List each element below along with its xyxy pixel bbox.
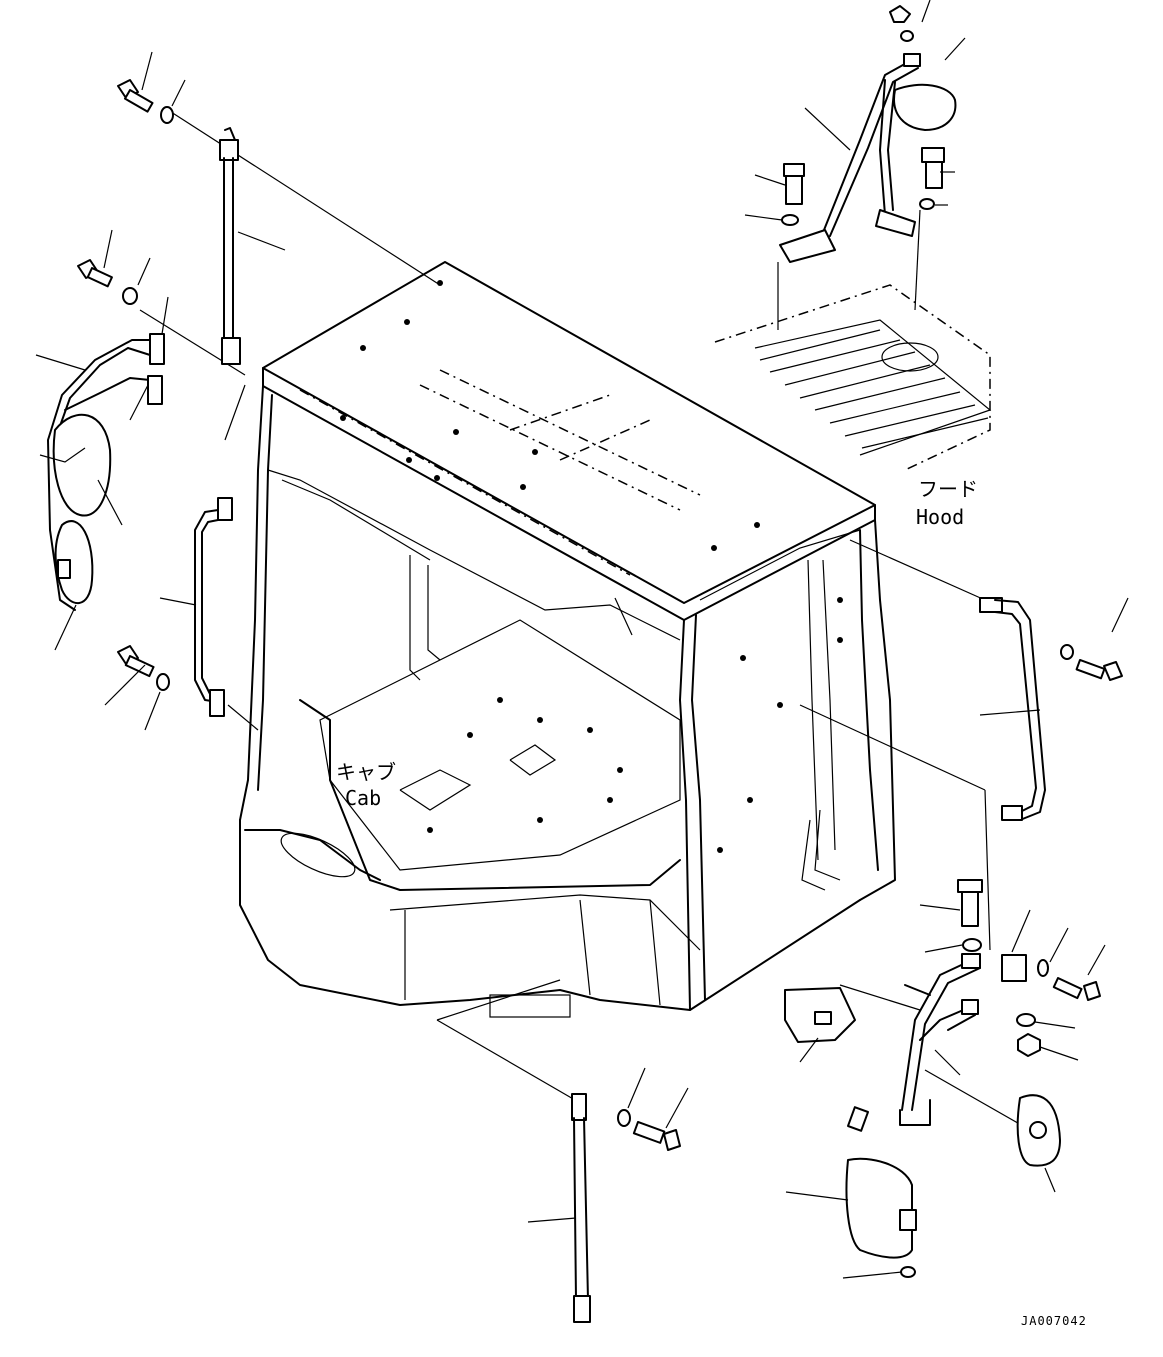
- left-mirror-assembly: [39, 333, 165, 611]
- washer-top-left: [160, 106, 174, 124]
- left-mirror-bracket-lower: [147, 375, 163, 405]
- handrail-left: [194, 497, 233, 717]
- hood-label-en: Hood: [916, 505, 964, 529]
- bolt-right-rail: [1103, 661, 1123, 681]
- top-right-mirror: [893, 83, 957, 131]
- pin: [847, 1106, 869, 1132]
- washer-top-right-b: [919, 198, 935, 210]
- cab-label-en: Cab: [345, 786, 381, 810]
- cab-roof: [262, 261, 876, 604]
- washer-right-bottom: [900, 1266, 916, 1278]
- left-mirror-stay: [47, 339, 161, 611]
- stay-foot-left: [779, 229, 836, 263]
- bolt-top-left: [117, 79, 174, 124]
- hood-grille: [754, 319, 992, 456]
- hood-outline: [714, 284, 991, 471]
- cab-lower-body: [239, 819, 861, 1011]
- bolt-left-mid: [77, 259, 138, 305]
- rear-mirror-stay-bottom: [571, 1093, 681, 1323]
- washer-right-b: [1016, 1013, 1036, 1027]
- washer-top: [900, 30, 914, 42]
- hood: フード Hood: [714, 284, 992, 529]
- assembly-lines: [139, 109, 1031, 1131]
- drawing-number: JA007042: [1021, 1314, 1087, 1328]
- cab-floor: [319, 619, 681, 871]
- bolt-left-lower: [117, 645, 170, 691]
- cab-label-ja: キャブ: [336, 760, 396, 784]
- nut-right: [1017, 1033, 1041, 1057]
- leader-lines: [35, 0, 1129, 1279]
- left-mirror-small: [54, 520, 94, 605]
- rear-mirror-stay-top: [219, 127, 241, 365]
- cab-center-pillar: [679, 619, 691, 1011]
- bolt-right-vertical: [961, 889, 979, 927]
- handrail-right: [979, 597, 1123, 821]
- washer-left-lower: [156, 673, 170, 691]
- washer-right-a: [1037, 959, 1049, 977]
- left-mirror-bracket-upper: [149, 333, 165, 365]
- stay-foot-right: [875, 209, 916, 237]
- washer-left-mid: [122, 287, 138, 305]
- washer-top-right-a: [781, 214, 799, 226]
- washer-right-rail: [1060, 644, 1074, 660]
- top-right-mirror-assembly: [779, 5, 957, 263]
- right-mirror-bracket: [1001, 954, 1027, 982]
- left-mirror-large: [52, 413, 112, 517]
- nut-top: [889, 5, 911, 23]
- right-mirror-large: [845, 1157, 913, 1259]
- hood-label-ja: フード: [918, 477, 978, 501]
- roof-bolt-holes: [340, 280, 760, 551]
- washer-right-vertical: [962, 938, 982, 952]
- bolt-bottom: [663, 1129, 681, 1151]
- cab: [239, 261, 896, 1018]
- cab-left-pillar: [239, 385, 264, 821]
- washer-bottom: [617, 1109, 631, 1127]
- interior-bolt-holes: [427, 597, 843, 853]
- right-mirror-assembly: [784, 879, 1101, 1278]
- cab-right-pillar: [859, 519, 896, 901]
